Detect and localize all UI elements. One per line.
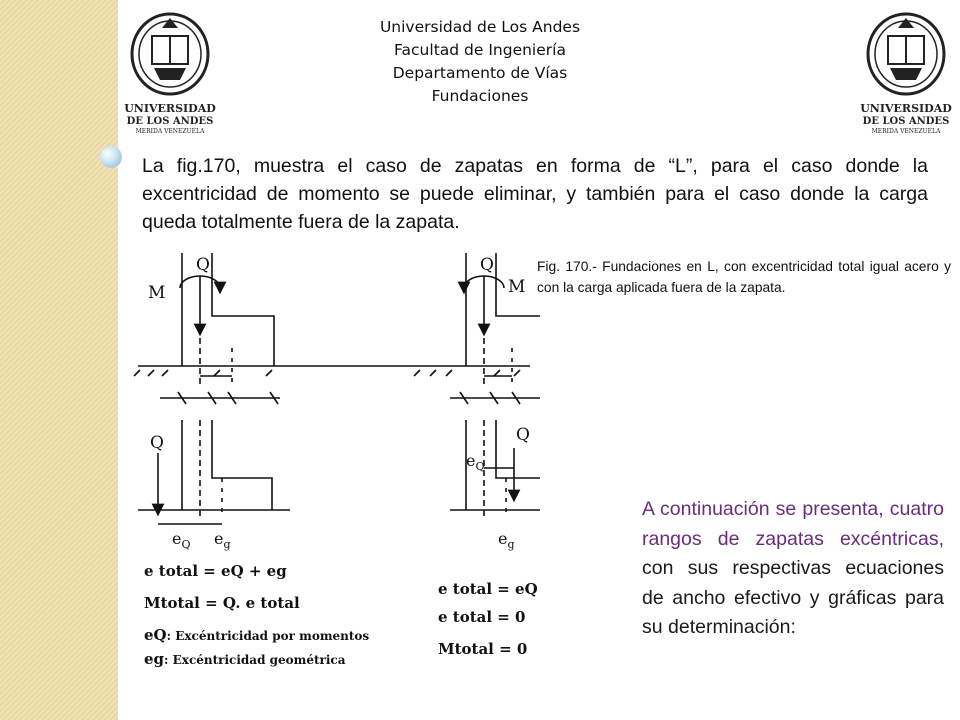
continuation-highlight: A continuación se presenta, cuatro rango…	[642, 498, 944, 550]
formula-left-1: e total = eQ + eg	[144, 562, 287, 580]
bullet-icon	[100, 146, 122, 168]
moment-label-left: M	[148, 283, 165, 303]
logo-line3: MERIDA VENEZUELA	[136, 128, 205, 135]
logo-line2: DE LOS ANDES	[863, 116, 950, 127]
formula-right-1: e total = eQ - eg	[438, 580, 540, 598]
continuation-paragraph: A continuación se presenta, cuatro rango…	[642, 495, 944, 643]
load-label-left: Q	[196, 255, 210, 275]
logo-line3: MERIDA VENEZUELA	[872, 128, 941, 135]
intro-paragraph: La fig.170, muestra el caso de zapatas e…	[142, 155, 928, 233]
course-name: Fundaciones	[431, 87, 529, 105]
formula-left-2: Mtotal = Q. e total	[144, 594, 300, 612]
university-name: Universidad de Los Andes	[379, 18, 581, 36]
continuation-rest: con sus respectivas ecuaciones de ancho …	[642, 557, 944, 638]
load-label-lower-right: Q	[516, 425, 530, 445]
formula-right-2: e total = 0	[438, 608, 526, 626]
load-label-right: Q	[480, 255, 494, 275]
eq-label-right: eQ	[466, 451, 485, 473]
formula-right-3: Mtotal = 0	[438, 640, 527, 658]
moment-label-right: M	[508, 277, 525, 297]
faculty-name: Facultad de Ingeniería	[394, 41, 566, 59]
department-name: Departamento de Vías	[392, 64, 568, 82]
figure-caption: Fig. 170.- Fundaciones en L, con excentr…	[537, 259, 951, 295]
logo-line1: UNIVERSIDAD	[860, 102, 952, 115]
page-header: Universidad de Los Andes Facultad de Ing…	[330, 16, 630, 108]
university-logo-right: UNIVERSIDAD DE LOS ANDES MERIDA VENEZUEL…	[860, 12, 952, 135]
legend-eg: eg: Excéntricidad geométrica	[144, 650, 346, 668]
eg-label-left: eg	[214, 529, 231, 551]
logo-line2: DE LOS ANDES	[127, 116, 214, 127]
figure-170-diagram: Q M Q M Q Q eQ eg eQ eg e total = eQ + e…	[133, 253, 540, 668]
decorative-side-band	[0, 0, 118, 720]
logo-line1: UNIVERSIDAD	[124, 102, 216, 115]
university-logo-left: UNIVERSIDAD DE LOS ANDES MERIDA VENEZUEL…	[124, 12, 216, 135]
eq-label-left: eQ	[172, 529, 191, 551]
load-label-lower-left: Q	[150, 433, 164, 453]
eg-label-right: eg	[498, 529, 515, 551]
legend-eq: eQ: Excéntricidad por momentos	[144, 626, 369, 644]
